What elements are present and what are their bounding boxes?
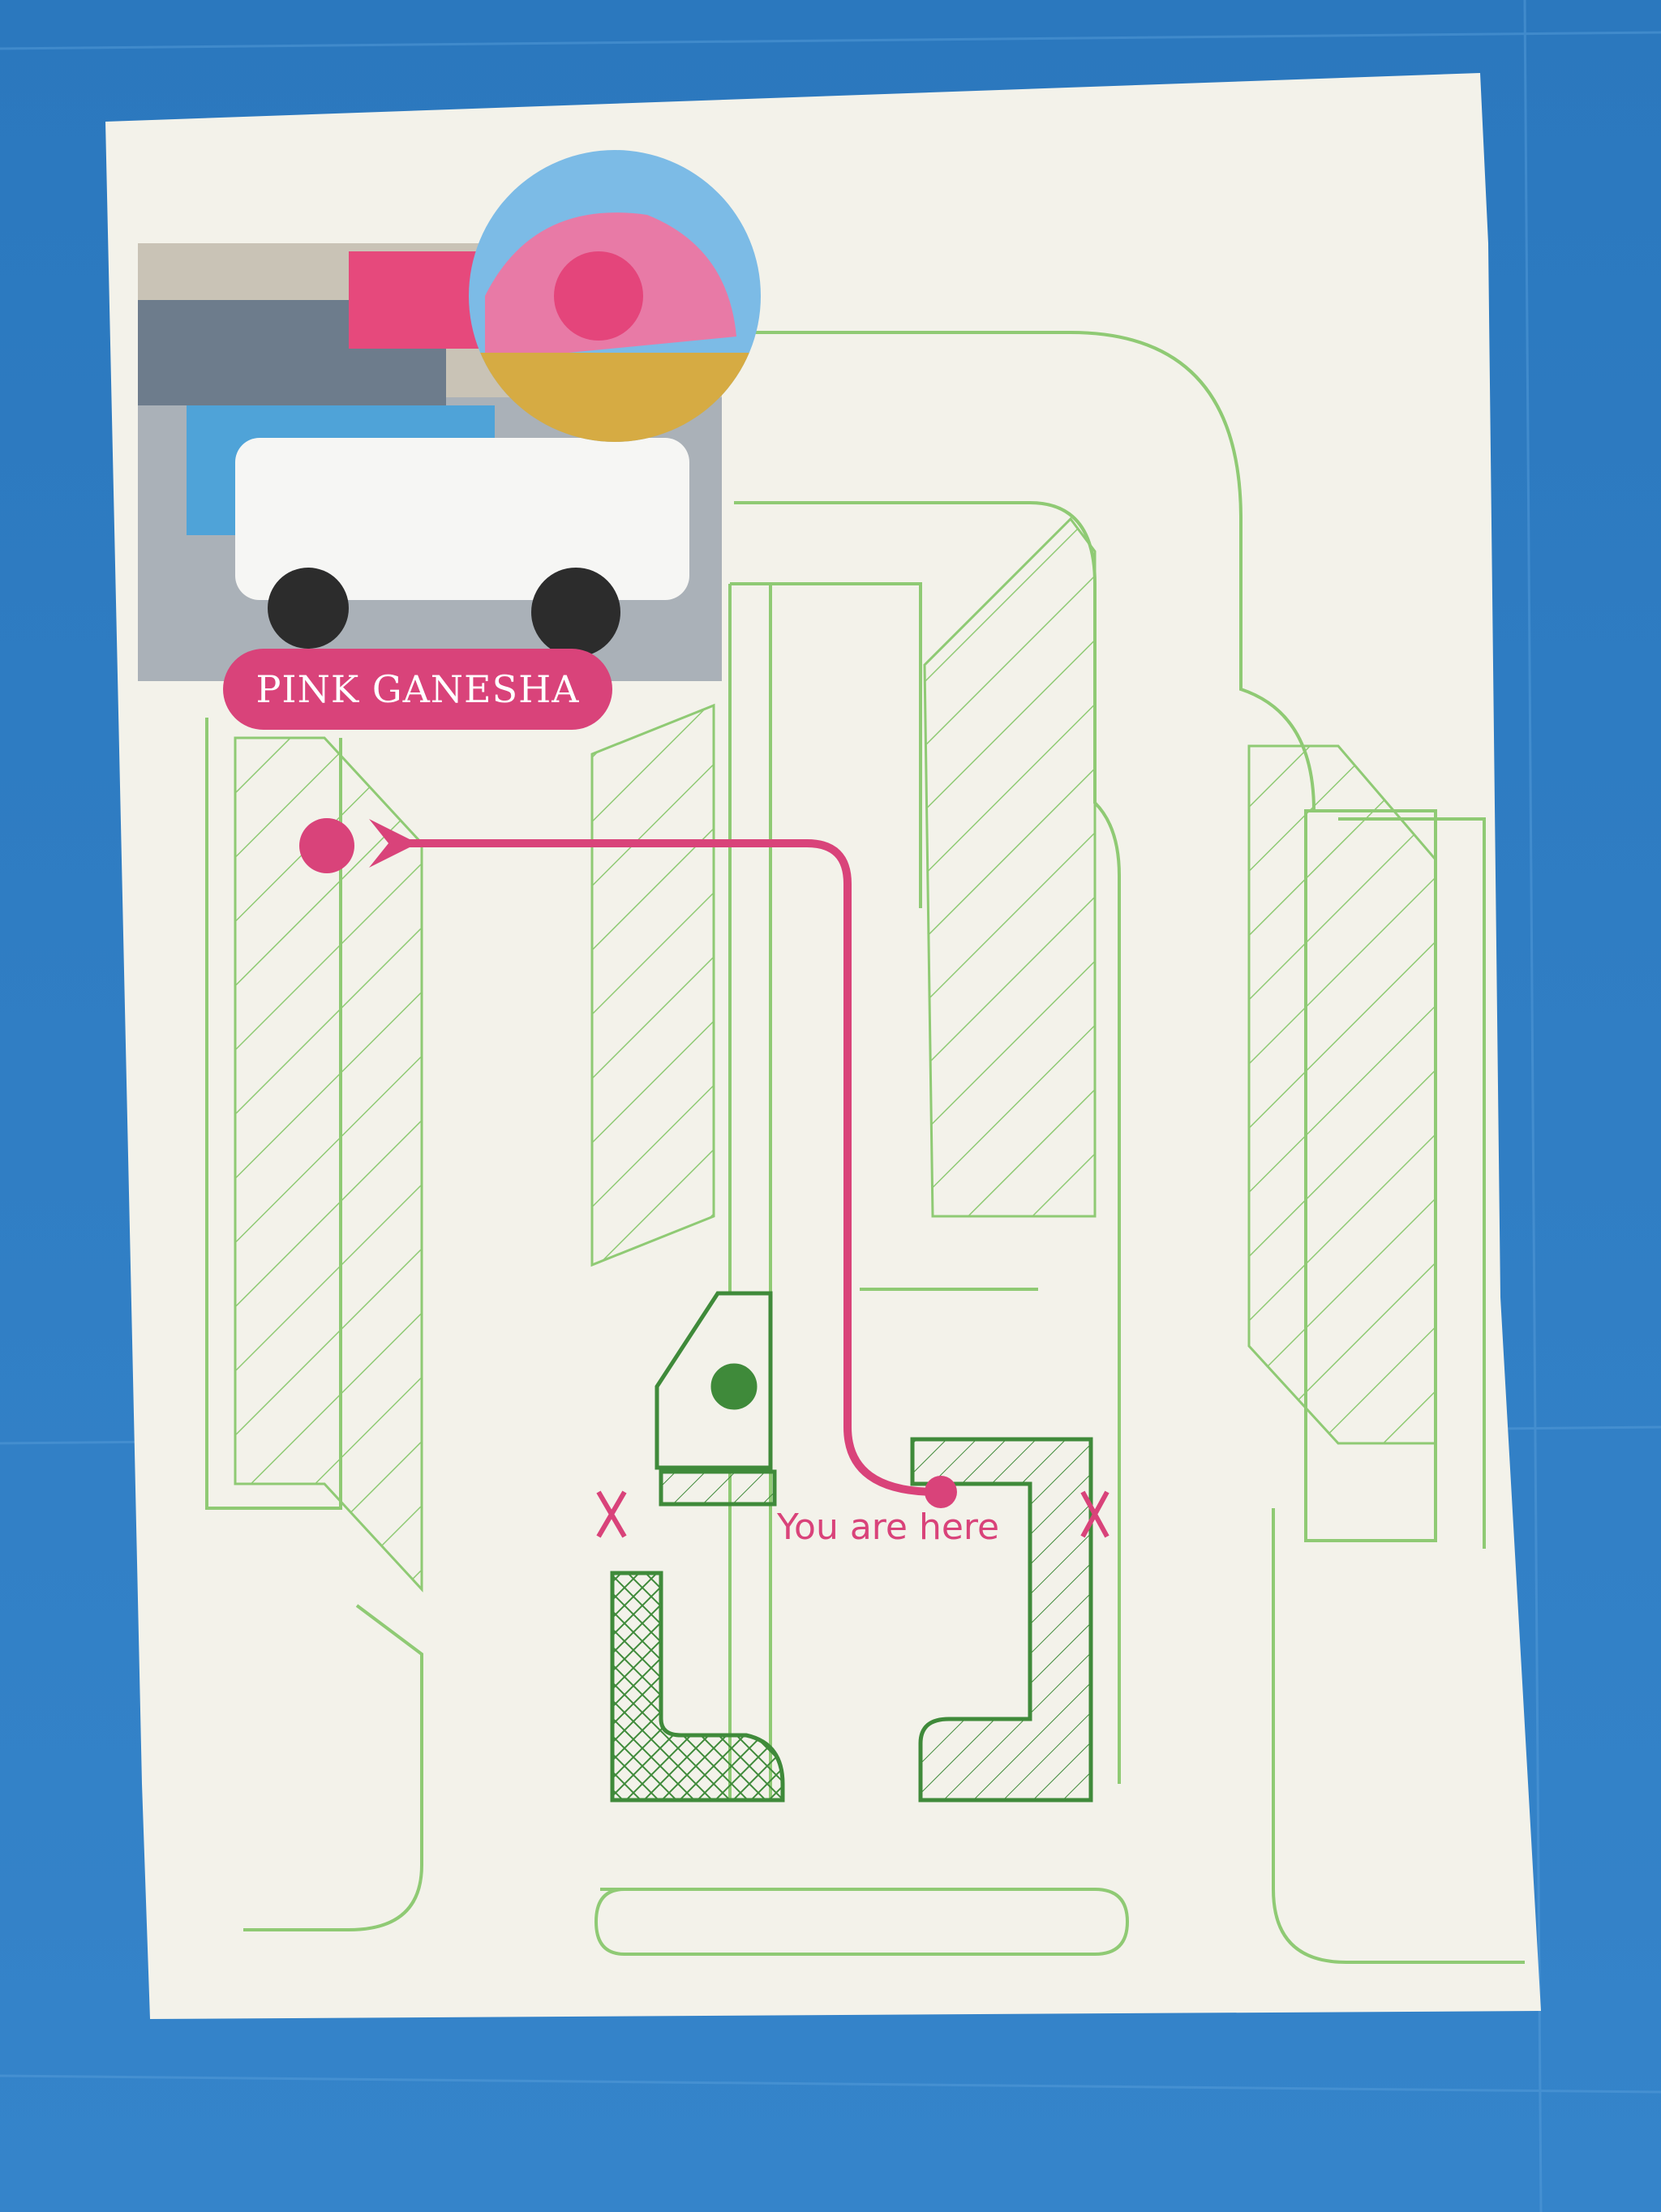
current-location-marker-icon [925, 1476, 957, 1508]
songthaew-truck-photo [138, 243, 722, 681]
destination-label: PINK GANESHA [223, 649, 612, 730]
pink-ganesha-photo [469, 150, 761, 442]
current-location-label: You are here [777, 1507, 1000, 1548]
destination-marker-icon [299, 818, 354, 873]
exit-x-icon [596, 1490, 1109, 1538]
